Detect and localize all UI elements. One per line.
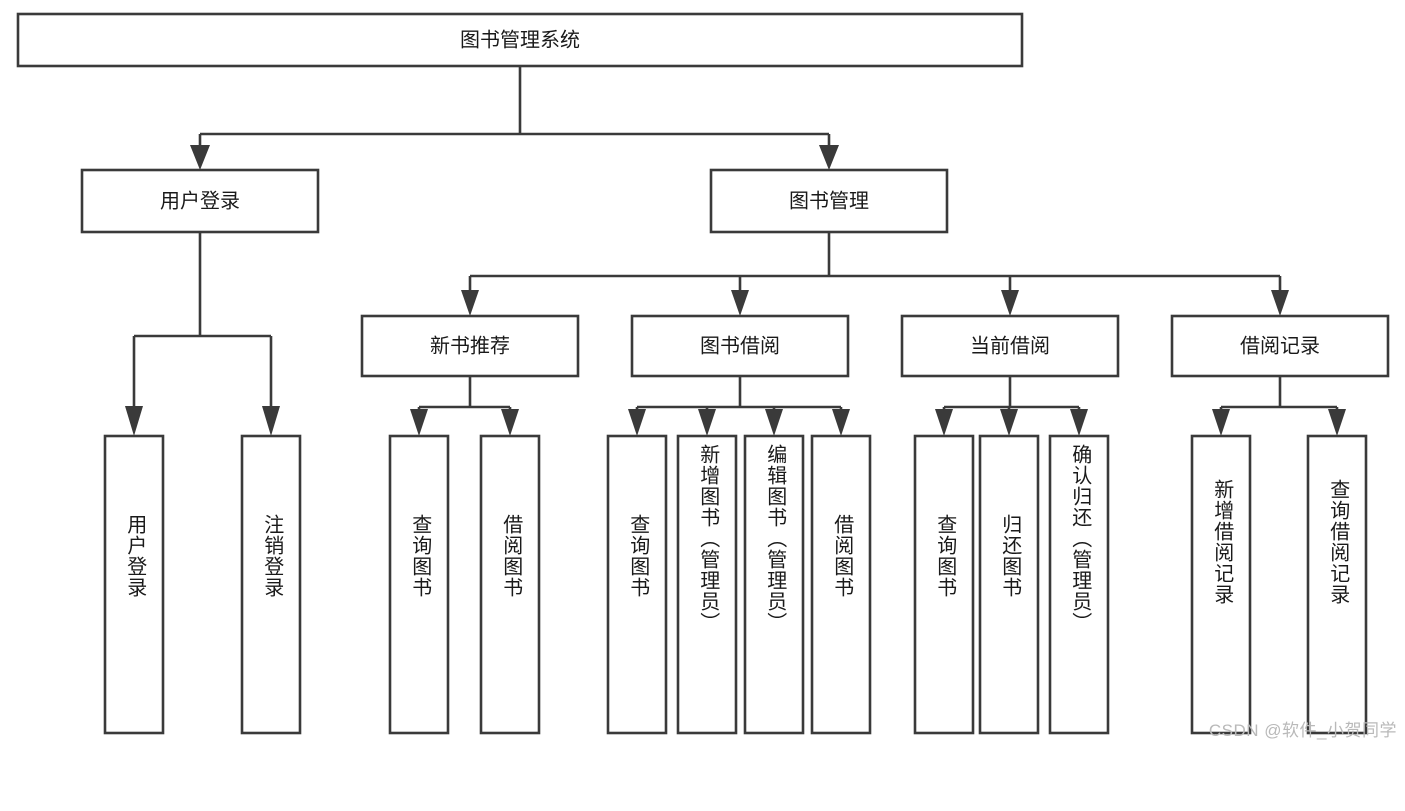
arrow-head-current-borrow (1001, 290, 1019, 316)
node-current-borrow-box[interactable] (900, 314, 1120, 378)
node-new-book-recommend-box[interactable] (360, 314, 580, 378)
diagram-canvas: 图书管理系统 用户登录 图书管理 新书推荐 图书借阅 当前借阅 借阅记录 (16, 12, 1397, 740)
node-leaf-query-book-current-box[interactable] (913, 434, 975, 735)
node-leaf-add-book-admin-box[interactable] (676, 434, 738, 735)
arrow-head-leaf-borrow-book (832, 409, 850, 436)
node-new-book-recommend[interactable]: 新书推荐 (360, 314, 580, 378)
csdn-watermark: CSDN @软件_小贺同学 (1208, 721, 1397, 740)
node-leaf-query-book-borrow-box[interactable] (606, 434, 668, 735)
arrow-head-leaf-query-book-current (935, 409, 953, 436)
arrow-head-leaf-add-borrow-record (1212, 409, 1230, 436)
arrow-head-new-book-recommend (461, 290, 479, 316)
arrow-head-leaf-logout (262, 406, 280, 436)
arrow-head-book-borrow (731, 290, 749, 316)
node-leaf-borrow-book-box[interactable] (810, 434, 872, 735)
node-book-management-label: 图书管理 (789, 189, 869, 212)
node-root-label: 图书管理系统 (460, 28, 580, 51)
hierarchy-diagram-svg: 图书管理系统 用户登录 图书管理 新书推荐 图书借阅 当前借阅 借阅记录 (16, 12, 1390, 735)
node-book-borrow-box[interactable] (630, 314, 850, 378)
node-leaf-user-login-box[interactable] (103, 434, 165, 735)
node-book-management-box[interactable] (709, 168, 949, 234)
node-book-borrow[interactable]: 图书借阅 (630, 314, 850, 378)
arrow-head-leaf-add-book-admin (698, 409, 716, 436)
arrow-head-leaf-return-book (1000, 409, 1018, 436)
node-leaf-return-book-box[interactable] (978, 434, 1040, 735)
arrow-head-user-login (190, 145, 210, 170)
node-current-borrow[interactable]: 当前借阅 (900, 314, 1120, 378)
connectors-new-book-to-leaves (410, 376, 519, 436)
arrow-head-leaf-query-borrow-record (1328, 409, 1346, 436)
node-new-book-recommend-label: 新书推荐 (430, 334, 510, 357)
arrow-head-leaf-user-login (125, 406, 143, 436)
connectors-book-borrow-to-leaves (628, 376, 850, 436)
node-leaf-logout-box[interactable] (240, 434, 302, 735)
node-current-borrow-label: 当前借阅 (970, 334, 1050, 357)
node-leaf-add-borrow-record-box[interactable] (1190, 434, 1252, 735)
node-user-login[interactable]: 用户登录 (80, 168, 320, 234)
node-leaf-edit-book-admin-box[interactable] (743, 434, 805, 735)
node-book-management[interactable]: 图书管理 (709, 168, 949, 234)
connectors-user-login-to-leaves (125, 232, 280, 436)
arrow-head-leaf-query-book-recommend (410, 409, 428, 436)
node-borrow-record-box[interactable] (1170, 314, 1390, 378)
connectors-book-management-to-level3 (461, 232, 1289, 316)
arrow-head-leaf-edit-book-admin (765, 409, 783, 436)
node-root-box[interactable] (16, 12, 1024, 68)
arrow-head-leaf-confirm-return-admin (1070, 409, 1088, 436)
node-user-login-label: 用户登录 (160, 189, 240, 212)
node-leaf-query-borrow-record-box[interactable] (1306, 434, 1368, 735)
connectors-borrow-record-to-leaves (1212, 376, 1346, 436)
node-leaf-query-book-recommend-box[interactable] (388, 434, 450, 735)
connectors-root-to-level2 (190, 66, 839, 170)
connectors-current-borrow-to-leaves (935, 376, 1088, 436)
node-borrow-record[interactable]: 借阅记录 (1170, 314, 1390, 378)
node-book-borrow-label: 图书借阅 (700, 334, 780, 357)
node-root[interactable]: 图书管理系统 (16, 12, 1024, 68)
leaf-node-boxes (103, 434, 1368, 735)
arrow-head-leaf-borrow-book-recommend (501, 409, 519, 436)
node-user-login-box[interactable] (80, 168, 320, 234)
node-leaf-confirm-return-admin-box[interactable] (1048, 434, 1110, 735)
arrow-head-borrow-record (1271, 290, 1289, 316)
arrow-head-leaf-query-book-borrow (628, 409, 646, 436)
node-borrow-record-label: 借阅记录 (1240, 334, 1320, 357)
node-leaf-borrow-book-recommend-box[interactable] (479, 434, 541, 735)
arrow-head-book-management (819, 145, 839, 170)
